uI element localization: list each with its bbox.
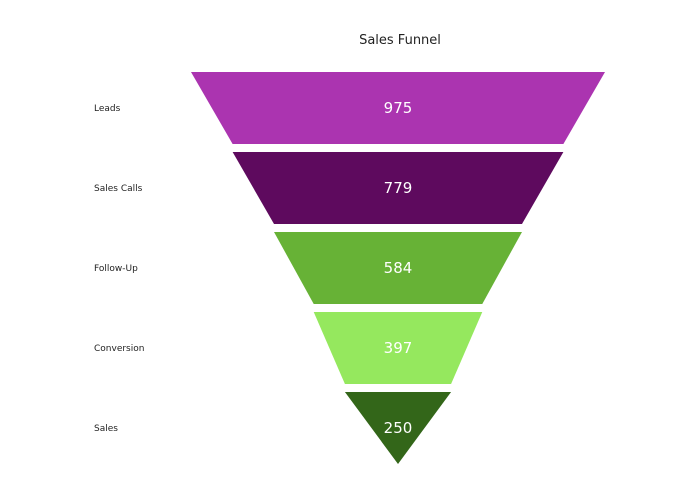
stage-label: Sales bbox=[94, 424, 118, 434]
stage-label: Follow-Up bbox=[94, 264, 138, 274]
funnel-stage-sales-calls[interactable] bbox=[232, 152, 564, 224]
funnel-stage-follow-up[interactable] bbox=[274, 232, 522, 304]
value-label: 779 bbox=[384, 179, 413, 197]
value-label: 584 bbox=[384, 259, 413, 277]
funnel-stage-leads[interactable] bbox=[191, 72, 605, 144]
stage-label: Sales Calls bbox=[94, 184, 143, 194]
funnel-stages: 975 779 584 397 250 bbox=[191, 72, 605, 464]
value-label: 975 bbox=[384, 99, 413, 117]
stage-label: Leads bbox=[94, 104, 121, 114]
stage-label: Conversion bbox=[94, 344, 144, 354]
chart-title: Sales Funnel bbox=[359, 33, 441, 48]
funnel-stage-sales[interactable] bbox=[344, 392, 452, 464]
value-label: 397 bbox=[384, 339, 413, 357]
value-label: 250 bbox=[384, 419, 413, 437]
funnel-stage-conversion[interactable] bbox=[313, 312, 483, 384]
